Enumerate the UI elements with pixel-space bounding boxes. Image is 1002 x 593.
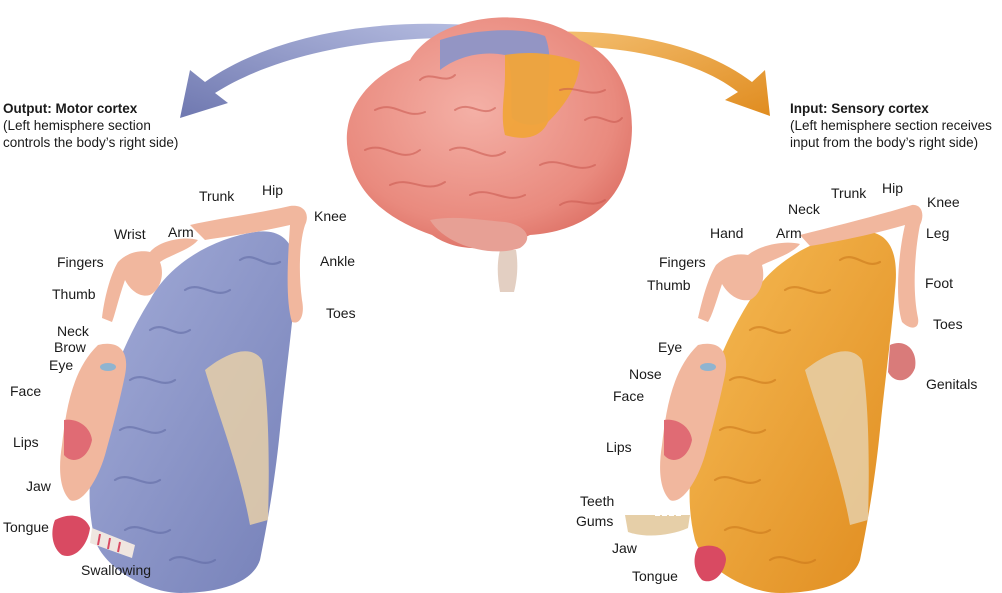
sensory-heading: Input: Sensory cortex (Left hemisphere s… bbox=[790, 100, 992, 151]
sensory-label-gums: Gums bbox=[576, 513, 614, 529]
motor-label-fingers: Fingers bbox=[57, 254, 104, 270]
sensory-label-teeth: Teeth bbox=[580, 493, 615, 509]
motor-title: Output: Motor cortex bbox=[3, 101, 138, 116]
sensory-label-trunk: Trunk bbox=[831, 185, 867, 201]
motor-label-trunk: Trunk bbox=[199, 188, 235, 204]
sensory-label-leg: Leg bbox=[926, 225, 950, 241]
sensory-label-lips: Lips bbox=[606, 439, 632, 455]
sensory-label-knee: Knee bbox=[927, 194, 960, 210]
sensory-label-hip: Hip bbox=[882, 180, 904, 196]
motor-label-thumb: Thumb bbox=[52, 286, 96, 302]
sensory-label-hand: Hand bbox=[710, 225, 744, 241]
sensory-label-foot: Foot bbox=[925, 275, 954, 291]
motor-subtitle-line1: (Left hemisphere section bbox=[3, 118, 151, 133]
motor-label-face: Face bbox=[10, 383, 42, 399]
sensory-label-neck: Neck bbox=[788, 201, 820, 217]
motor-label-jaw: Jaw bbox=[26, 478, 51, 494]
motor-label-neck: Neck bbox=[57, 323, 89, 339]
sensory-label-jaw: Jaw bbox=[612, 540, 637, 556]
motor-label-knee: Knee bbox=[314, 208, 347, 224]
motor-label-tongue: Tongue bbox=[3, 519, 49, 535]
motor-label-brow: Brow bbox=[54, 339, 86, 355]
motor-label-wrist: Wrist bbox=[114, 226, 146, 242]
motor-label-hip: Hip bbox=[262, 182, 284, 198]
sensory-label-tongue: Tongue bbox=[632, 568, 678, 584]
motor-cortex-section bbox=[52, 205, 307, 593]
sensory-subtitle-line1: (Left hemisphere section receives bbox=[790, 118, 992, 133]
motor-label-ankle: Ankle bbox=[320, 253, 356, 269]
motor-heading: Output: Motor cortex (Left hemisphere se… bbox=[3, 100, 178, 151]
motor-subtitle-line2: controls the body’s right side) bbox=[3, 135, 179, 150]
sensory-label-face: Face bbox=[613, 388, 645, 404]
sensory-label-eye: Eye bbox=[658, 339, 683, 355]
sensory-cortex-section bbox=[625, 204, 923, 593]
sensory-label-genitals: Genitals bbox=[926, 376, 978, 392]
motor-label-lips: Lips bbox=[13, 434, 39, 450]
sensory-subtitle-line2: input from the body’s right side) bbox=[790, 135, 979, 150]
motor-label-eye: Eye bbox=[49, 357, 74, 373]
motor-label-toes: Toes bbox=[326, 305, 356, 321]
sensory-label-arm: Arm bbox=[776, 225, 802, 241]
sensory-label-fingers: Fingers bbox=[659, 254, 706, 270]
brain-illustration bbox=[346, 17, 632, 292]
sensory-label-nose: Nose bbox=[629, 366, 662, 382]
sensory-title: Input: Sensory cortex bbox=[790, 101, 929, 116]
motor-label-swallowing: Swallowing bbox=[81, 562, 152, 578]
sensory-label-thumb: Thumb bbox=[647, 277, 691, 293]
sensory-label-toes: Toes bbox=[933, 316, 963, 332]
motor-label-arm: Arm bbox=[168, 224, 194, 240]
